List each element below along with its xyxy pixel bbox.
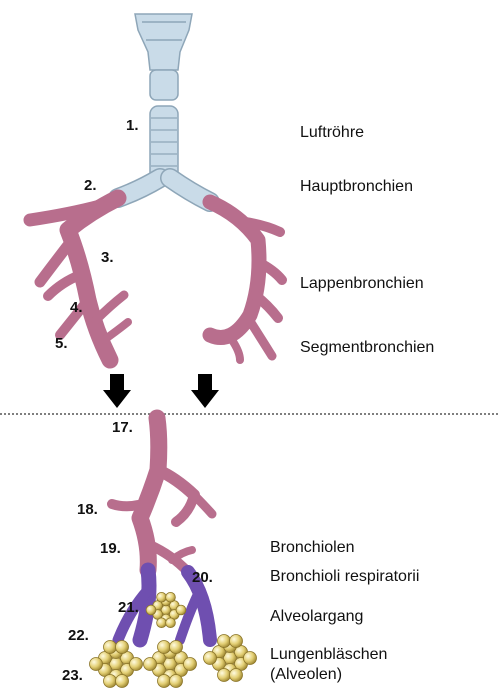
- alveolus: [176, 605, 186, 615]
- label-bronchiolen: Bronchiolen: [270, 539, 355, 557]
- alveolus: [166, 618, 176, 628]
- alveolus: [170, 641, 183, 654]
- number-label: 18.: [77, 502, 98, 517]
- alveolus: [144, 658, 157, 671]
- alveolus: [158, 675, 171, 688]
- alveolus: [90, 658, 103, 671]
- alveolus: [218, 635, 231, 648]
- number-label: 23.: [62, 668, 83, 683]
- number-label: 22.: [68, 628, 89, 643]
- label-segmentbronchien: Segmentbronchien: [300, 339, 434, 357]
- label-lungenblaeschen: Lungenbläschen: [270, 646, 387, 664]
- alveolus: [230, 635, 243, 648]
- down-arrow-icon: [103, 374, 131, 408]
- number-label: 21.: [118, 600, 139, 615]
- alveolus: [116, 641, 129, 654]
- label-alveolen: (Alveolen): [270, 666, 342, 684]
- number-label: 20.: [192, 570, 213, 585]
- left-bronchial-tree: [30, 198, 128, 360]
- label-alveolargang: Alveolargang: [270, 608, 363, 626]
- right-bronchial-tree: [210, 202, 282, 360]
- number-label: 19.: [100, 541, 121, 556]
- alveolus: [184, 658, 197, 671]
- alveolus: [157, 618, 167, 628]
- label-lappenbronchien: Lappenbronchien: [300, 275, 424, 293]
- bronchiole-tree: [112, 418, 212, 572]
- down-arrow-icon: [191, 374, 219, 408]
- label-hauptbronchien: Hauptbronchien: [300, 178, 413, 196]
- alveolus: [230, 669, 243, 682]
- alveolus: [104, 675, 117, 688]
- alveolus: [170, 675, 183, 688]
- alveolus: [146, 605, 156, 615]
- label-bronchioli-respiratorii: Bronchioli respiratorii: [270, 568, 419, 586]
- label-luftroehre: Luftröhre: [300, 124, 364, 142]
- alveolus: [244, 652, 257, 665]
- alveolus: [157, 592, 167, 602]
- number-label: 2.: [84, 178, 97, 193]
- alveolus: [158, 641, 171, 654]
- main-bronchi: [118, 178, 210, 202]
- number-label: 1.: [126, 118, 139, 133]
- alveolus: [104, 641, 117, 654]
- larynx: [135, 14, 192, 100]
- number-label: 3.: [101, 250, 114, 265]
- alveolus: [116, 675, 129, 688]
- number-label: 17.: [112, 420, 133, 435]
- alveolus: [130, 658, 143, 671]
- alveolus: [218, 669, 231, 682]
- alveolus: [166, 592, 176, 602]
- number-label: 5.: [55, 336, 68, 351]
- number-label: 4.: [70, 300, 83, 315]
- alveolus: [204, 652, 217, 665]
